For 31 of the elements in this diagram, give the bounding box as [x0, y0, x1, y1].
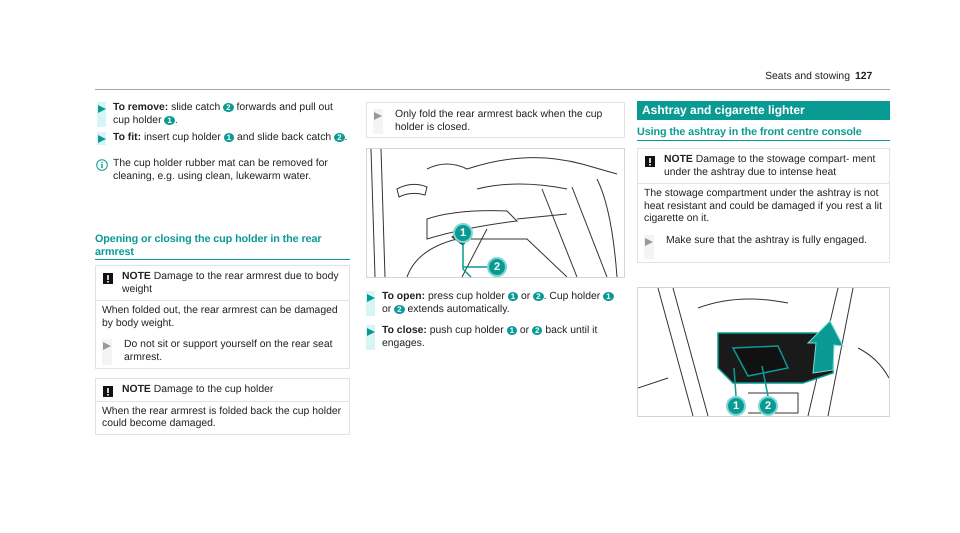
notice-text: When folded out, the rear armrest can be damaged by body weight. — [102, 305, 339, 330]
leader-line — [761, 366, 769, 396]
info-note: The cup holder rubber mat can be removed for cleaning, e.g. using clean, lukewarm water. — [113, 158, 329, 184]
notice-text: When the rear armrest is folded back the cup holder could become damaged. — [102, 406, 342, 431]
leader-line — [462, 243, 472, 277]
running-header: Seats and stowing — [764, 71, 850, 84]
notice-text: The stowage compartment under the ashtray is not heat resistant and could be damaged if you rest a lit cigarette on it. — [644, 188, 883, 226]
callout-number: 2 — [487, 257, 507, 277]
notice-box — [366, 102, 625, 138]
callout-number: 1 — [726, 396, 746, 416]
chapter-heading: Ashtray and cigarette lighter — [637, 101, 890, 120]
instruction-step: To remove: slide catch 2 forwards and pull out cup holder 1. — [113, 102, 350, 128]
notice-heading: NOTE Damage to the stowage compart- ment under the ashtray due to intense heat — [664, 154, 876, 180]
notice-box — [95, 378, 350, 435]
page-number: 127 — [855, 71, 874, 84]
section-heading: Using the ashtray in the front centre console — [637, 126, 890, 141]
section-heading: Opening or closing the cup holder in the rear armrest — [95, 233, 350, 260]
notice-heading: NOTE Damage to the cup holder — [122, 384, 274, 397]
instruction-step: Only fold the rear armrest back when the cup holder is closed. — [395, 109, 618, 134]
instruction-step: Do not sit or support yourself on the rear seat armrest. — [124, 339, 343, 365]
notice-heading: NOTE Damage to the rear armrest due to body weight — [122, 271, 340, 296]
notice-box — [95, 265, 350, 369]
callout-number: 2 — [758, 396, 778, 416]
leader-line — [733, 368, 737, 396]
instruction-step: Make sure that the ashtray is fully engaged. — [666, 234, 883, 248]
instruction-step: To fit: insert cup holder 1 and slide back catch 2. — [113, 132, 350, 145]
notice-box — [637, 148, 890, 263]
leader-line — [463, 266, 487, 268]
instruction-step: To close: push cup holder 1 or 2 back until it engages. — [382, 325, 625, 350]
callout-number: 1 — [453, 223, 473, 243]
instruction-step: To open: press cup holder 1 or 2. Cup holder 1 or 2 extends automatically. — [382, 291, 625, 316]
